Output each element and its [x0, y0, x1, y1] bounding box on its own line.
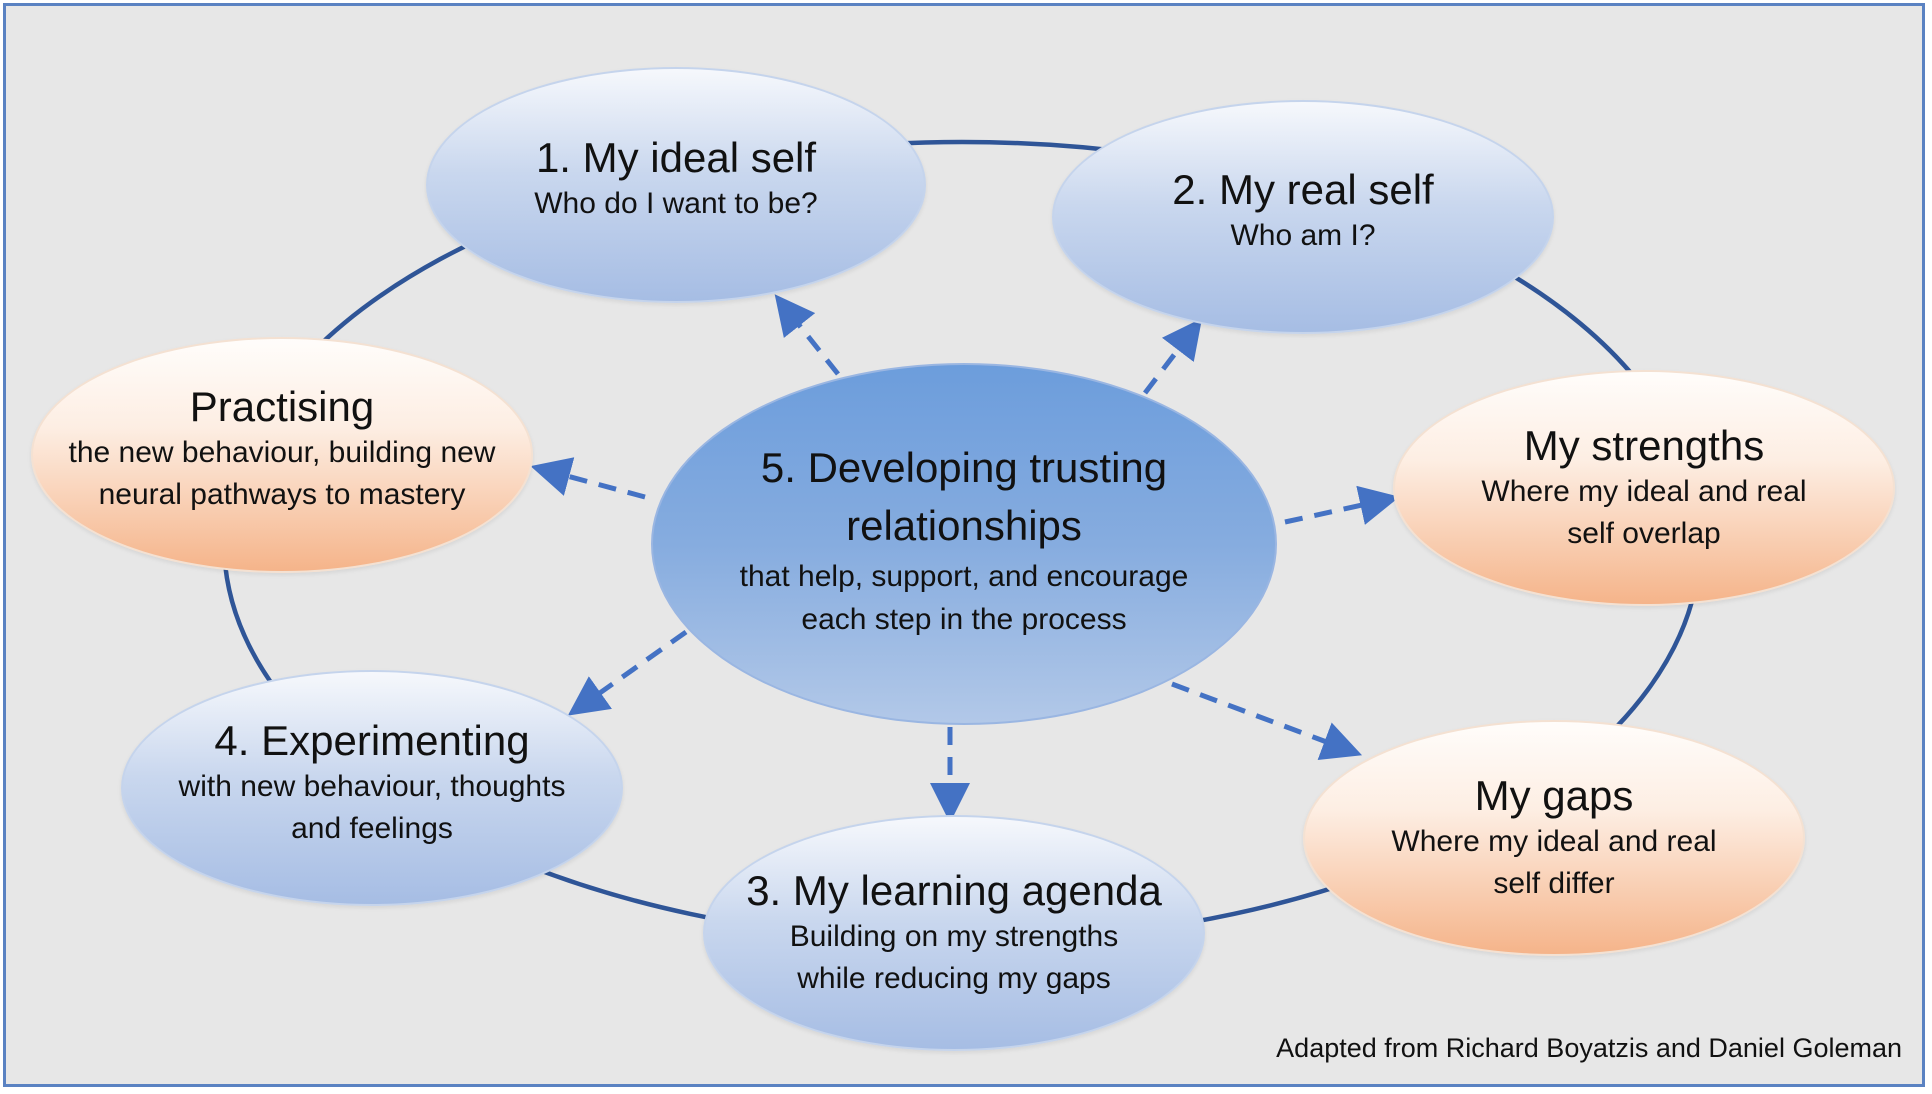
source-credit: Adapted from Richard Boyatzis and Daniel… — [1276, 1033, 1902, 1063]
node-learning-agenda: 3. My learning agenda Building on my str… — [703, 815, 1205, 1051]
node-title: 2. My real self — [1172, 166, 1434, 213]
node-strengths: My strengths Where my ideal and real sel… — [1393, 370, 1895, 606]
node-subtitle-line-2: self overlap — [1567, 517, 1721, 550]
node-title: My strengths — [1523, 422, 1765, 469]
node-title: 1. My ideal self — [535, 134, 817, 181]
node-real-self: 2. My real self Who am I? — [1052, 100, 1554, 334]
node-subtitle-line-2: and feelings — [291, 812, 453, 845]
node-trusting-relationships: 5. Developing trusting relationships tha… — [651, 363, 1277, 725]
node-subtitle-line-1: that help, support, and encourage — [739, 560, 1189, 593]
node-practising: Practising the new behaviour, building n… — [31, 337, 533, 573]
node-experimenting: 4. Experimenting with new behaviour, tho… — [121, 670, 623, 906]
node-subtitle-line-1: Where my ideal and real — [1391, 825, 1717, 858]
arrow-to-strengths — [1284, 485, 1400, 525]
arrow-to-real-self — [1143, 318, 1203, 395]
node-subtitle-line-1: the new behaviour, building new — [68, 436, 496, 469]
node-title: 3. My learning agenda — [746, 867, 1162, 914]
node-subtitle-line-2: each step in the process — [801, 603, 1127, 636]
node-title: My gaps — [1474, 772, 1634, 819]
node-subtitle: Who am I? — [1230, 219, 1376, 252]
node-subtitle-line-1: Where my ideal and real — [1481, 475, 1807, 508]
arrow-to-experimenting — [567, 629, 688, 716]
node-title-line-2: relationships — [846, 502, 1082, 549]
node-ideal-self: 1. My ideal self Who do I want to be? — [426, 67, 926, 303]
node-subtitle-line-1: with new behaviour, thoughts — [178, 770, 566, 803]
node-title: 4. Experimenting — [214, 717, 530, 764]
node-title: Practising — [189, 383, 375, 430]
node-title-line-1: 5. Developing trusting — [760, 444, 1168, 491]
node-subtitle: Who do I want to be? — [534, 187, 818, 220]
node-subtitle-line-2: while reducing my gaps — [797, 962, 1111, 995]
node-subtitle-line-2: neural pathways to mastery — [98, 478, 466, 511]
node-subtitle-line-2: self differ — [1493, 867, 1615, 900]
arrow-to-practising — [530, 457, 646, 500]
arrow-to-ideal-self — [774, 294, 840, 376]
arrow-to-gaps — [1171, 681, 1363, 760]
node-gaps: My gaps Where my ideal and real self dif… — [1303, 720, 1805, 956]
node-subtitle-line-1: Building on my strengths — [789, 920, 1119, 953]
